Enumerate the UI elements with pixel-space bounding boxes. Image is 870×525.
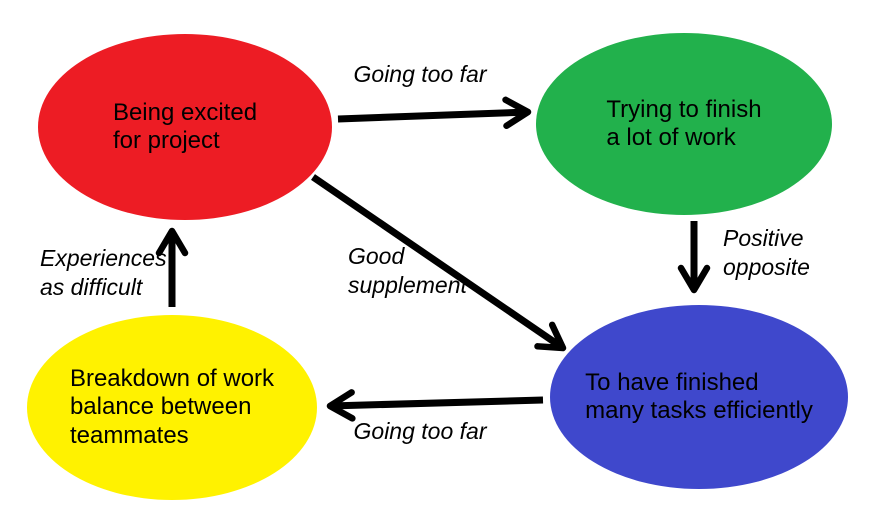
edge-label-good-supplement: Good supplement xyxy=(348,242,467,300)
edge-label-going-too-far-bottom-text: Going too far xyxy=(353,418,487,444)
edge-label-experiences-line-2: as difficult xyxy=(40,274,143,300)
edge-label-going-too-far-top: Going too far xyxy=(330,60,510,89)
node-finished-tasks-label: To have finished many tasks efficiently xyxy=(585,369,813,426)
edge-label-positive-opposite-line-2: opposite xyxy=(723,254,810,280)
node-finished-tasks-line-2: many tasks efficiently xyxy=(585,397,813,424)
edge-label-good-supplement-line-2: supplement xyxy=(348,272,467,298)
arrow-excited-to-trying xyxy=(337,96,532,130)
edge-label-going-too-far-top-text: Going too far xyxy=(353,61,487,87)
node-breakdown-label: Breakdown of work balance between teamma… xyxy=(70,365,274,450)
edge-label-good-supplement-line-1: Good xyxy=(348,243,405,269)
node-being-excited: Being excited for project xyxy=(38,34,332,220)
edge-label-going-too-far-bottom: Going too far xyxy=(330,417,510,446)
node-being-excited-label: Being excited for project xyxy=(113,99,257,156)
node-finished-tasks: To have finished many tasks efficiently xyxy=(550,305,848,489)
node-breakdown-line-3: teammates xyxy=(69,421,189,449)
node-breakdown: Breakdown of work balance between teamma… xyxy=(27,315,317,500)
node-trying-to-finish-line-2: a lot of work xyxy=(606,124,736,151)
node-being-excited-line-2: for project xyxy=(112,127,220,154)
arrow-finished-to-breakdown xyxy=(326,389,544,422)
node-trying-to-finish: Trying to finish a lot of work xyxy=(536,33,832,215)
arrow-excited-to-finished xyxy=(311,174,567,352)
edge-label-experiences-line-1: Experiences xyxy=(40,245,167,271)
node-breakdown-line-1: Breakdown of work xyxy=(69,365,275,393)
edge-label-positive-opposite-line-1: Positive xyxy=(723,225,804,251)
node-trying-to-finish-line-1: Trying to finish xyxy=(606,95,762,123)
edge-label-experiences-as-difficult: Experiences as difficult xyxy=(40,244,167,302)
node-trying-to-finish-label: Trying to finish a lot of work xyxy=(606,96,761,153)
node-being-excited-line-1: Being excited xyxy=(112,98,258,126)
edge-label-positive-opposite: Positive opposite xyxy=(723,224,810,282)
node-breakdown-line-2: balance between xyxy=(69,393,252,421)
node-finished-tasks-line-1: To have finished xyxy=(585,368,759,396)
